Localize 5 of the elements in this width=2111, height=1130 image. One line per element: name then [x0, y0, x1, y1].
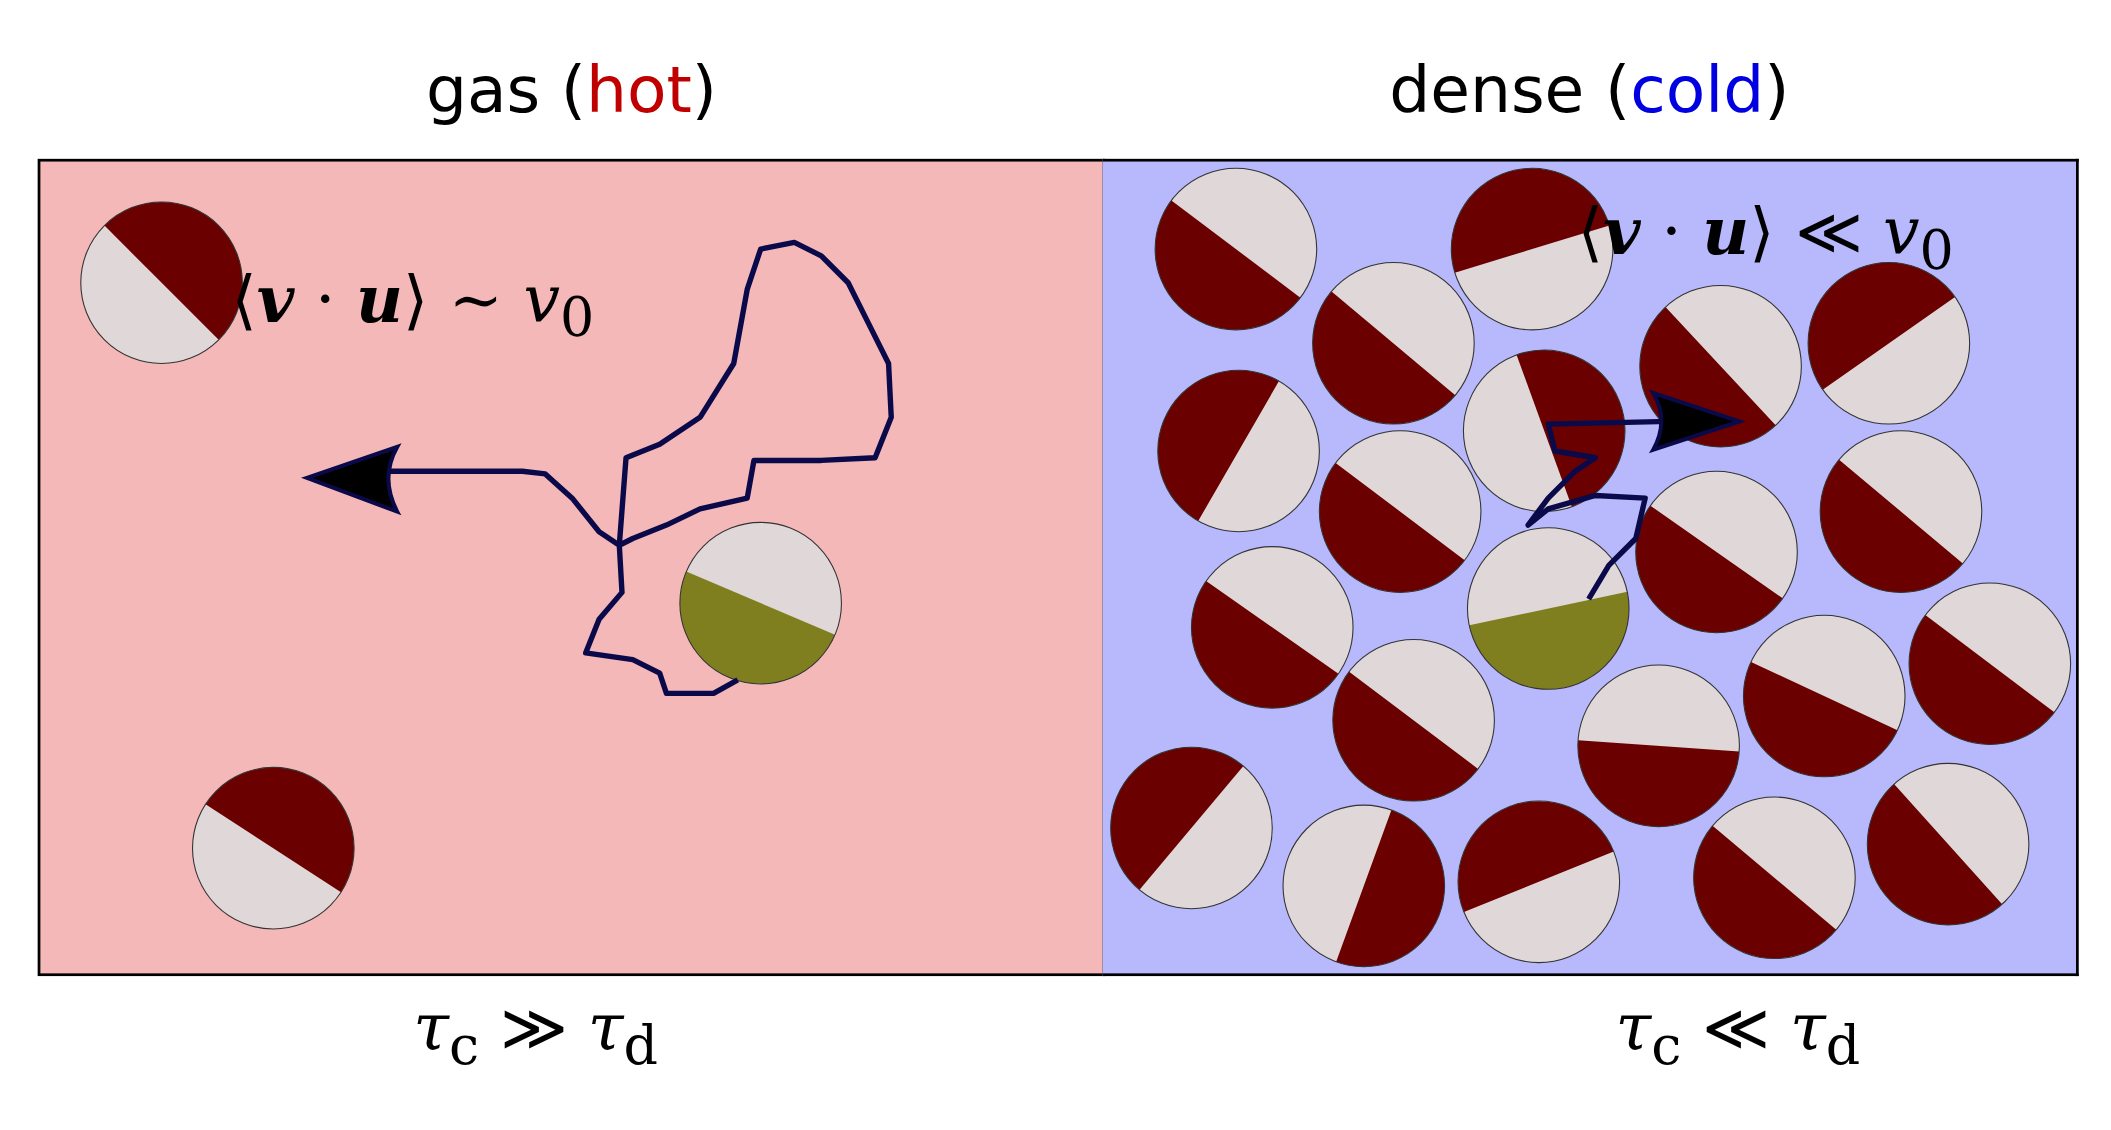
formula: ⟨v · u⟩ ∼ v$_{0}$ [231, 261, 595, 349]
panel-heading: gas (hot) [425, 51, 718, 127]
panel-heading: dense (cold) [1389, 51, 1790, 127]
formula: τ$_{c}$ ≫ τ$_{d}$ [413, 989, 658, 1077]
formula: τ$_{c}$ ≪ τ$_{d}$ [1615, 989, 1861, 1077]
